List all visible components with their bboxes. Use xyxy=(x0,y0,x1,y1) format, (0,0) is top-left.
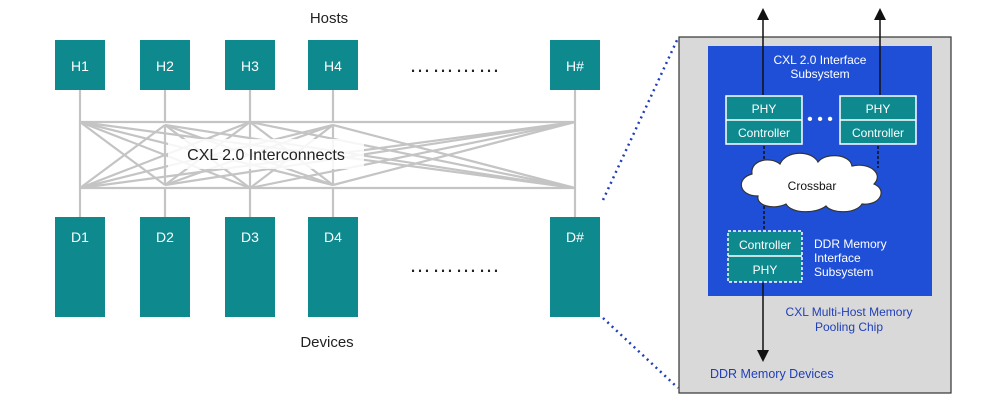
device-node: D1 xyxy=(55,217,105,317)
interconnect-link xyxy=(332,120,576,187)
interconnect-link xyxy=(79,124,166,189)
controller-label-right: Controller xyxy=(852,126,904,140)
device-box xyxy=(55,217,105,317)
device-box xyxy=(140,217,190,317)
hosts-title: Hosts xyxy=(310,10,348,27)
zoom-line-bottom xyxy=(602,317,679,389)
ddr-phy-label: PHY xyxy=(753,263,778,277)
devices-title: Devices xyxy=(300,334,353,351)
host-box xyxy=(140,40,190,90)
devices-ellipsis: ………… xyxy=(409,252,501,277)
host-label: H2 xyxy=(156,58,174,74)
hosts-ellipsis: ………… xyxy=(409,52,501,77)
ddr-controller-label: Controller xyxy=(739,238,791,252)
interconnect-link xyxy=(332,123,576,190)
device-box xyxy=(308,217,358,317)
host-node: H3 xyxy=(225,40,275,90)
device-row: D1 D2 D3 D4 D# xyxy=(55,217,600,317)
host-label: H3 xyxy=(241,58,259,74)
device-node: D2 xyxy=(140,217,190,317)
host-label: H1 xyxy=(71,58,89,74)
interconnect-label-bg xyxy=(168,139,364,169)
host-node: H# xyxy=(550,40,600,90)
host-label: H4 xyxy=(324,58,342,74)
memory-devices-label: DDR Memory Devices xyxy=(710,367,834,381)
controller-label-left: Controller xyxy=(738,126,790,140)
interconnect-label: CXL 2.0 Interconnects xyxy=(187,147,345,164)
crossbar-cloud xyxy=(740,152,882,213)
host-node: H1 xyxy=(55,40,105,90)
device-label: D# xyxy=(566,229,584,245)
host-box xyxy=(55,40,105,90)
host-label: H# xyxy=(566,58,584,74)
zoom-line-top xyxy=(601,37,680,201)
host-box xyxy=(550,40,600,90)
cxl-port-right: PHY Controller xyxy=(839,95,917,145)
device-label: D1 xyxy=(71,229,89,245)
device-box xyxy=(225,217,275,317)
interconnect-link xyxy=(79,120,251,190)
interconnect-link xyxy=(79,121,166,186)
phy-label-right: PHY xyxy=(866,102,891,116)
cxl-port-left: PHY Controller xyxy=(725,95,803,145)
host-node: H2 xyxy=(140,40,190,90)
host-row: H1 H2 H3 H4 H# xyxy=(55,40,600,90)
crossbar-label: Crossbar xyxy=(788,179,837,193)
host-box xyxy=(308,40,358,90)
device-node: D# xyxy=(550,217,600,317)
device-label: D4 xyxy=(324,229,342,245)
phy-label-left: PHY xyxy=(752,102,777,116)
host-node: H4 xyxy=(308,40,358,90)
interconnect-link xyxy=(164,120,576,187)
ddr-port: Controller PHY xyxy=(727,230,803,283)
device-node: D3 xyxy=(225,217,275,317)
device-label: D2 xyxy=(156,229,174,245)
device-box xyxy=(550,217,600,317)
device-node: D4 xyxy=(308,217,358,317)
host-box xyxy=(225,40,275,90)
interconnect-link xyxy=(249,120,576,190)
port-ellipsis: • • • xyxy=(807,111,833,128)
device-label: D3 xyxy=(241,229,259,245)
